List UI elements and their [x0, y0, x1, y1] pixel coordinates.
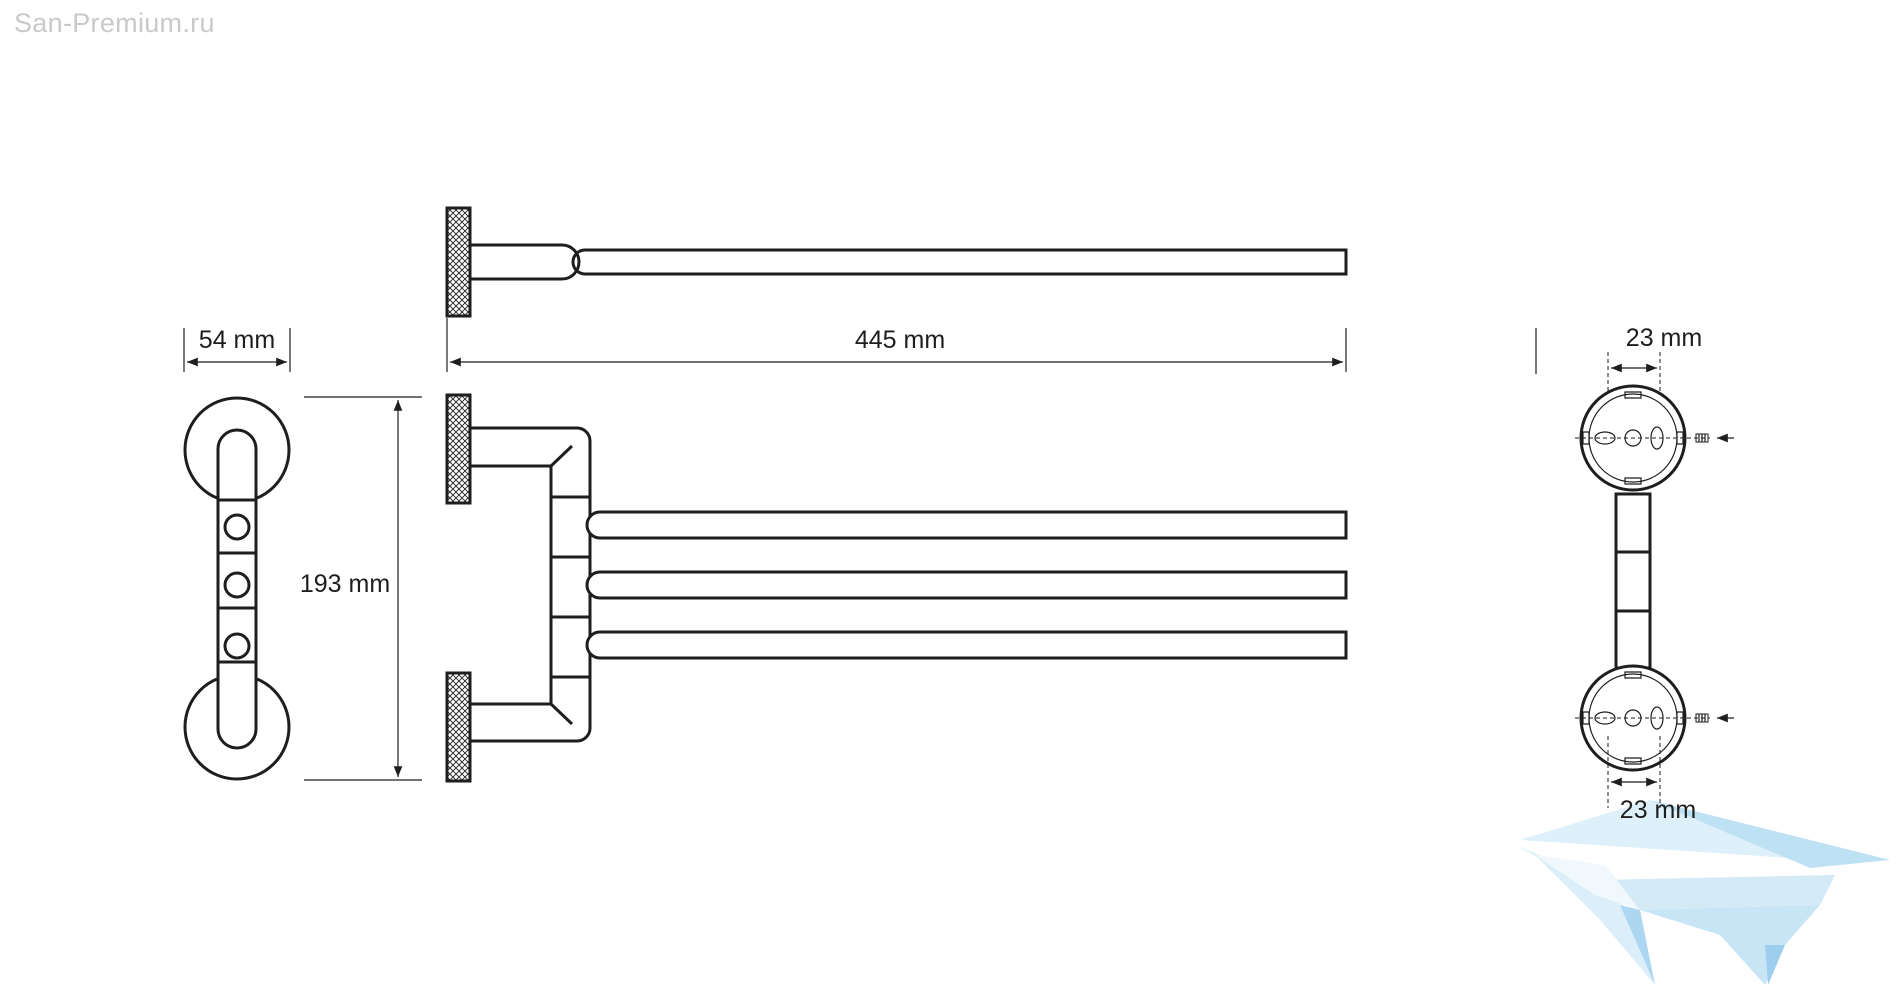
side-view-body — [216, 428, 258, 750]
rear-view-bottom-plate — [1575, 664, 1710, 772]
top-screw-icon — [1695, 433, 1734, 443]
top-hole-spacing-label: 23 mm — [1626, 324, 1702, 352]
watermark-site-text: San-Premium.ru — [14, 8, 215, 38]
bottom-screw-icon — [1695, 713, 1734, 723]
front-view-top-plate — [445, 393, 472, 505]
front-view-arm-3 — [585, 630, 1348, 660]
width-dimension-label: 54 mm — [199, 326, 275, 354]
front-view — [445, 393, 1348, 783]
side-view-pivot-2 — [223, 571, 251, 599]
front-view-arm-1 — [585, 510, 1348, 540]
front-view-bottom-plate — [445, 671, 472, 783]
length-dimension-label: 445 mm — [855, 326, 945, 354]
height-dimension-label: 193 mm — [300, 570, 390, 598]
rear-view-column — [1614, 492, 1652, 670]
bottom-hole-spacing-label: 23 mm — [1620, 796, 1696, 824]
top-view-arm — [571, 248, 1348, 276]
front-view-arm-2 — [585, 570, 1348, 600]
rear-view-top-plate — [1575, 384, 1710, 492]
front-view-bracket — [470, 426, 592, 743]
top-view: 445 mm — [445, 206, 1348, 372]
brand-logo — [1515, 800, 1890, 985]
side-view-pivot-1 — [223, 513, 251, 541]
rear-view: 23 mm — [1535, 324, 1734, 824]
top-view-hub — [470, 243, 581, 281]
side-view-pivot-3 — [223, 632, 251, 660]
side-view: 54 mm 193 mm — [183, 326, 422, 781]
top-view-wall-plate — [445, 206, 472, 318]
